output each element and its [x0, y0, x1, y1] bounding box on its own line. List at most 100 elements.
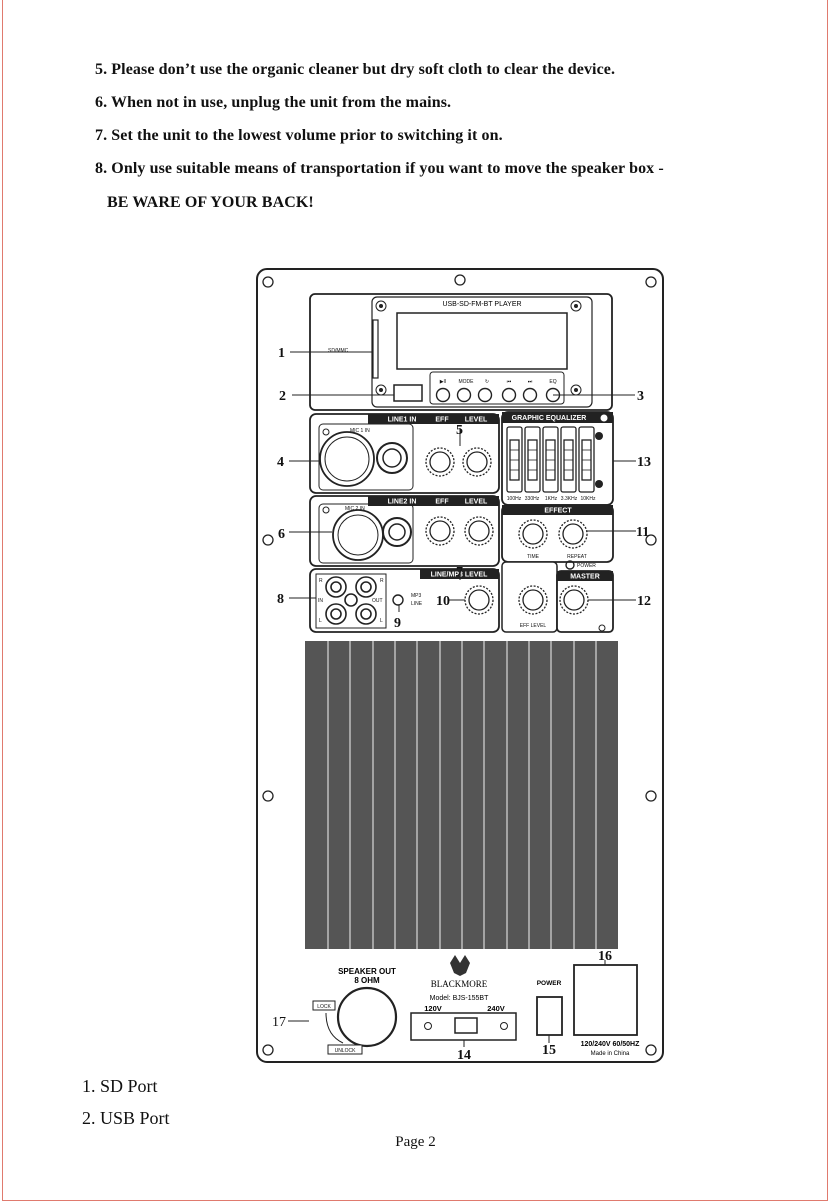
brand-label: BLACKMORE: [431, 979, 488, 989]
rca-jacks: [325, 576, 377, 625]
line2-in-label: LINE2 IN: [388, 499, 417, 506]
rca-out: OUT: [372, 598, 383, 604]
callout-13: 13: [637, 455, 651, 470]
effect-repeat-label: REPEAT: [567, 554, 587, 560]
line1-knobs: [425, 447, 492, 477]
callout-15: 15: [542, 1043, 556, 1058]
rca-out-r: R: [380, 578, 384, 584]
play-pause-label: ▶II: [440, 379, 447, 385]
player-title: USB-SD-FM-BT PLAYER: [442, 301, 521, 308]
voltage-240-label: 240V: [487, 1004, 505, 1013]
geq-band-10khz: 10KHz: [580, 496, 596, 502]
callout-14: 14: [457, 1048, 471, 1063]
screw-holes: [262, 274, 657, 1056]
voltage-switch: [454, 1017, 478, 1034]
sd-label: SD/MMC: [328, 348, 349, 354]
geq-band-3khz: 3.3KHz: [561, 496, 578, 502]
power-switch: [536, 996, 563, 1036]
lock-label: LOCK: [317, 1004, 331, 1010]
line2-level-label: LEVEL: [465, 499, 488, 506]
callout-9: 9: [394, 616, 401, 631]
line2-jack: [382, 517, 412, 547]
speaker-out-section: SPEAKER OUT 8 OHM LOCK UNLOCK: [312, 967, 398, 1055]
master-header: MASTER: [570, 574, 600, 581]
callout-10: 10: [436, 594, 450, 609]
graphic-equalizer: GRAPHIC EQUALIZER 100Hz 330Hz 1KHz 3.3KH…: [501, 411, 614, 506]
rca-in-r: R: [319, 578, 323, 584]
geq-header: GRAPHIC EQUALIZER: [512, 415, 587, 422]
repeat-label: ↻: [485, 379, 489, 385]
line1-jack: [376, 442, 408, 474]
line1-level-label: LEVEL: [465, 417, 488, 424]
speakon-socket: [336, 986, 398, 1048]
mp3-line-switch: [392, 594, 404, 606]
mode-label: MODE: [459, 379, 475, 385]
mic1-label: MIC 1 IN: [350, 428, 370, 434]
note-5: 5. Please don’t use the organic cleaner …: [95, 61, 616, 78]
line2-eff-label: EFF: [435, 499, 449, 506]
page-number: Page 2: [395, 1134, 436, 1150]
callout-lines: [288, 351, 636, 1047]
iec-inlet-section: 120/240V 60/50HZ Made in China: [573, 964, 640, 1057]
mic2-label: MIC 2 IN: [345, 506, 365, 512]
power-led-label: POWER: [577, 563, 596, 569]
usb-port: [393, 384, 423, 402]
geq-band-330hz: 330Hz: [525, 496, 540, 502]
brand-section: BLACKMORE Model: BJS-155BT 120V 240V: [410, 955, 517, 1041]
callout-1: 1: [278, 346, 285, 361]
callout-17: 17: [272, 1015, 286, 1030]
callout-6: 6: [278, 527, 285, 542]
power-led: [565, 560, 575, 570]
line1-eff-label: EFF: [435, 417, 449, 424]
heatsink: [305, 641, 618, 949]
power-switch-label: POWER: [537, 980, 562, 987]
speaker-out-label: SPEAKER OUT: [338, 967, 396, 976]
item-usb-port: 2. USB Port: [82, 1108, 170, 1128]
next-label: ⏭: [528, 379, 533, 385]
note-8: 8. Only use suitable means of transporta…: [95, 160, 664, 177]
unlock-label: UNLOCK: [335, 1048, 357, 1054]
note-7: 7. Set the unit to the lowest volume pri…: [95, 127, 503, 144]
effect-time-label: TIME: [527, 554, 540, 560]
callout-7: 7: [456, 565, 463, 580]
callout-5: 5: [456, 423, 463, 438]
item-sd-port: 1. SD Port: [82, 1076, 158, 1096]
line1-strip: LINE1 IN EFF LEVEL MIC 1 IN: [309, 413, 500, 494]
callout-16: 16: [598, 949, 612, 964]
made-in-label: Made in China: [591, 1051, 630, 1057]
geq-band-1khz: 1KHz: [545, 496, 558, 502]
lcd-display: [396, 312, 568, 370]
eq-label: EQ: [549, 379, 556, 385]
note-8-warning: BE WARE OF YOUR BACK!: [107, 194, 314, 211]
callout-11: 11: [636, 525, 649, 540]
eff-level-label: EFF LEVEL: [520, 623, 547, 629]
rca-in-l: L: [319, 618, 322, 624]
callout-12: 12: [637, 594, 651, 609]
prev-label: ⏮: [507, 379, 512, 385]
model-label: Model: BJS-155BT: [430, 995, 489, 1002]
rca-strip: LINE/MP3 LEVEL R IN L R OUT L MP3 LINE: [309, 568, 500, 633]
callout-3: 3: [637, 389, 644, 404]
callout-2: 2: [279, 389, 286, 404]
mic1-xlr-socket: [319, 431, 375, 487]
effect-header: EFFECT: [544, 508, 572, 515]
mp3-label: MP3: [411, 593, 422, 599]
line1-in-label: LINE1 IN: [388, 417, 417, 424]
iec-inlet: [573, 964, 638, 1036]
eff-level-section: EFF LEVEL: [501, 561, 558, 633]
effect-section: EFFECT TIME REPEAT: [501, 504, 614, 563]
callout-4: 4: [277, 455, 284, 470]
rca-out-l: L: [380, 618, 383, 624]
blackmore-logo-icon: [450, 955, 470, 976]
mains-label: 120/240V 60/50HZ: [581, 1041, 640, 1048]
geq-band-100hz: 100Hz: [507, 496, 522, 502]
line2-knobs: [425, 516, 494, 546]
callout-8: 8: [277, 592, 284, 607]
rca-in: IN: [318, 598, 323, 604]
linemp3-header: LINE/MP3 LEVEL: [431, 572, 489, 579]
sd-slot: [372, 319, 379, 379]
voltage-120-label: 120V: [424, 1004, 442, 1013]
master-section: POWER MASTER: [556, 560, 614, 633]
line2-strip: LINE2 IN EFF LEVEL MIC 2 IN: [309, 495, 500, 567]
